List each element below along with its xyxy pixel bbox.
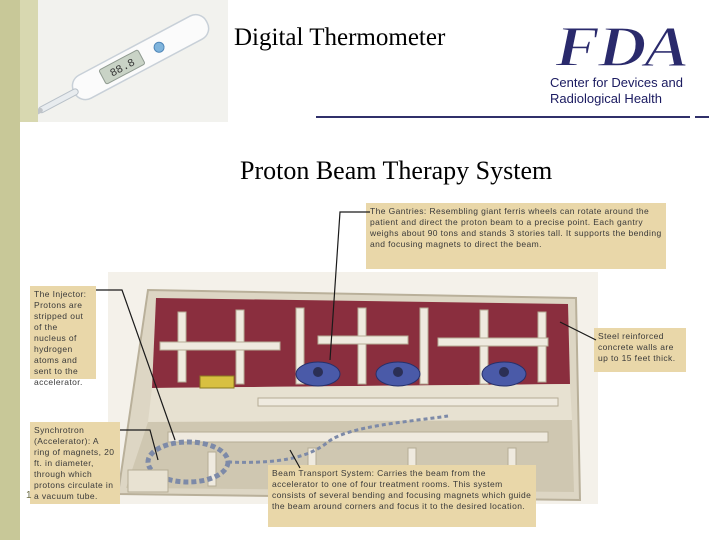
facility-cutaway-image bbox=[108, 272, 598, 504]
slide-title: Digital Thermometer bbox=[234, 24, 446, 51]
fda-logo: FDA bbox=[555, 18, 690, 72]
page-number: 1 bbox=[26, 490, 32, 501]
fda-logo-text: FDA bbox=[555, 18, 687, 72]
top-accent-band bbox=[20, 0, 38, 122]
header-divider bbox=[316, 116, 690, 118]
fda-caption: Center for Devices and Radiological Heal… bbox=[550, 75, 683, 106]
callout-beam-transport: Beam Transport System: Carries the beam … bbox=[268, 465, 536, 527]
slide-subtitle: Proton Beam Therapy System bbox=[240, 156, 553, 185]
callout-gantries: The Gantries: Resembling giant ferris wh… bbox=[366, 203, 666, 269]
callout-injector: The Injector: Protons are stripped out o… bbox=[30, 286, 96, 387]
callout-concrete-walls: Steel reinforced concrete walls are up t… bbox=[594, 328, 686, 372]
callout-synchrotron: Synchrotron (Accelerator): A ring of mag… bbox=[30, 422, 120, 504]
header-divider-end bbox=[695, 116, 709, 118]
left-accent-band bbox=[0, 0, 20, 540]
thermometer-image: 88.8 bbox=[33, 0, 228, 122]
